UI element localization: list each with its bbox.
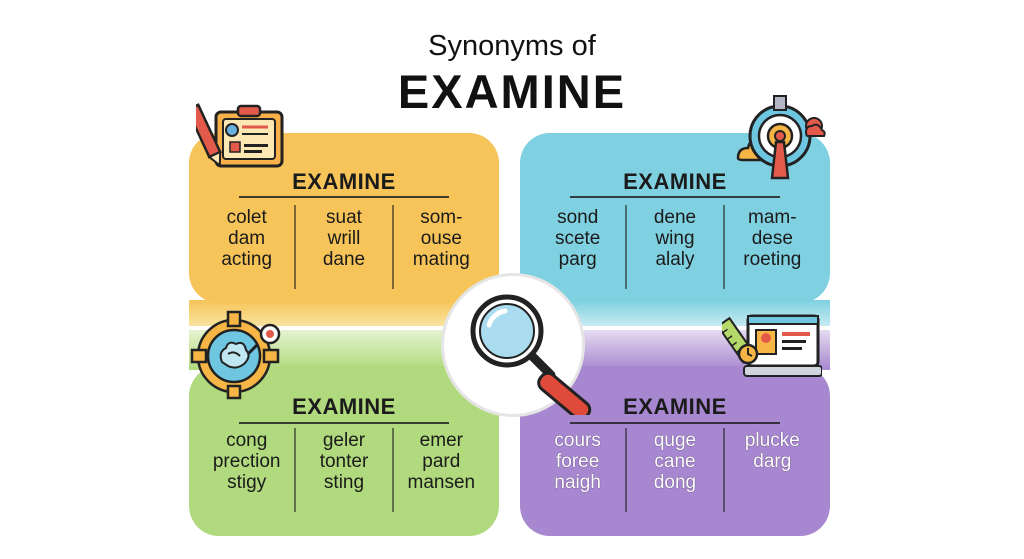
synonym-word: tonter [319, 451, 369, 472]
gear-brain-icon [188, 308, 288, 400]
synonym-column: geler tonter sting [294, 428, 391, 512]
synonym-word: quge [653, 430, 697, 451]
synonym-column: cours foree naigh [530, 428, 625, 512]
page-title: EXAMINE [397, 65, 627, 118]
card-heading: EXAMINE [292, 169, 396, 194]
synonym-word: dese [751, 228, 793, 249]
synonym-word: sting [323, 472, 365, 493]
synonym-word: wrill [327, 228, 361, 249]
computer-screen-ruler-icon [716, 308, 823, 388]
synonym-column: som- ouse mating [391, 205, 489, 289]
synonym-word: wing [655, 228, 695, 249]
synonym-word: alaly [655, 249, 695, 270]
synonym-word: roeting [743, 249, 802, 270]
synonym-column: sond scete parg [530, 205, 625, 289]
heading-divider [239, 422, 449, 424]
synonym-word: som- [420, 207, 463, 228]
synonym-word: pard [422, 451, 461, 472]
synonym-word: mam- [748, 207, 797, 228]
synonym-column: mam- dese roeting [722, 205, 820, 289]
synonym-word: dene [653, 207, 697, 228]
card-heading: EXAMINE [292, 394, 396, 419]
synonym-column: quge cane dong [625, 428, 722, 512]
synonym-word: parg [558, 249, 597, 270]
synonym-word: dong [653, 472, 697, 493]
heading-divider [570, 422, 780, 424]
synonym-word: geler [322, 430, 366, 451]
card-heading: EXAMINE [623, 169, 727, 194]
clipboard-pencil-icon [185, 100, 288, 172]
synonym-columns: sond scete parg dene wing alaly mam- des… [530, 205, 820, 289]
synonym-columns: cours foree naigh quge cane dong plucke … [530, 428, 820, 512]
synonym-word: emer [419, 430, 463, 451]
synonym-column: suat wrill dane [294, 205, 391, 289]
synonym-word: mansen [407, 472, 476, 493]
synonym-word: sond [557, 207, 599, 228]
synonym-columns: cong prection stigy geler tonter sting e… [199, 428, 489, 512]
title-subtitle: Synonyms of [428, 30, 596, 62]
synonym-word: cong [226, 430, 268, 451]
synonym-word: mating [412, 249, 470, 270]
heading-divider [570, 196, 780, 198]
synonym-word: foree [556, 451, 600, 472]
synonym-column: plucke darg [722, 428, 820, 512]
synonym-word: dam [228, 228, 266, 249]
synonym-column: colet dam acting [199, 205, 294, 289]
synonym-word: prection [212, 451, 281, 472]
synonym-word: scete [554, 228, 601, 249]
target-dartboard-icon [732, 92, 827, 184]
synonym-word: acting [221, 249, 273, 270]
synonym-column: emer pard mansen [391, 428, 489, 512]
synonym-word: naigh [554, 472, 601, 493]
synonym-word: suat [326, 207, 362, 228]
synonym-word: darg [753, 451, 792, 472]
synonym-word: cane [654, 451, 696, 472]
magnifying-glass-icon [455, 285, 610, 421]
synonym-word: plucke [744, 430, 800, 451]
card-heading: EXAMINE [623, 394, 727, 419]
synonym-word: ouse [420, 228, 462, 249]
synonym-word: cours [554, 430, 601, 451]
heading-divider [239, 196, 449, 198]
synonym-columns: colet dam acting suat wrill dane som- ou… [199, 205, 489, 289]
synonym-word: colet [226, 207, 267, 228]
synonym-column: cong prection stigy [199, 428, 294, 512]
synonym-word: dane [322, 249, 366, 270]
synonym-column: dene wing alaly [625, 205, 722, 289]
synonym-word: stigy [227, 472, 267, 493]
